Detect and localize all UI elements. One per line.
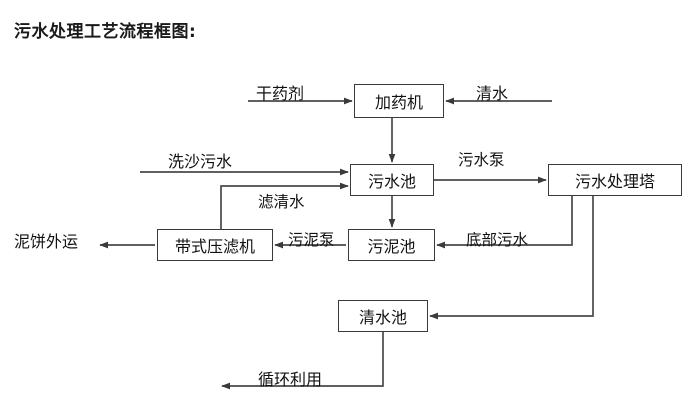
terminal-mud-cake-outbound: 泥饼外运 [14, 232, 79, 251]
terminal-recycle-reuse: 循环利用 [258, 370, 323, 389]
node-belt-filter-press[interactable]: 带式压滤机 [157, 229, 273, 261]
wire-filtered-water-to-wastewater-pool [220, 182, 349, 229]
node-label: 加药机 [374, 93, 423, 112]
page-title: 污水处理工艺流程框图: [14, 22, 197, 42]
node-clean-water-pool[interactable]: 清水池 [338, 300, 428, 332]
terminal-clean-water-input: 清水 [476, 84, 509, 103]
node-label: 带式压滤机 [174, 237, 255, 256]
wire-tower-to-clean-water-pool [429, 196, 594, 320]
node-dosing-machine[interactable]: 加药机 [354, 84, 444, 118]
wire-clean-water-pool-to-recycle [221, 332, 384, 390]
edge-label-bottom-wastewater: 底部污水 [466, 231, 529, 249]
edge-label-sludge-pump: 污泥泵 [288, 231, 335, 249]
edge-label-filtered-clear-water: 滤清水 [258, 193, 305, 211]
wire-tower-bottom-to-sludge-pool [436, 196, 573, 249]
node-treatment-tower[interactable]: 污水处理塔 [548, 164, 682, 196]
node-label: 污水处理塔 [574, 172, 655, 191]
edge-label-wastewater-pump: 污水泵 [458, 151, 505, 169]
terminal-dry-chemical: 干药剂 [256, 84, 305, 103]
node-wastewater-pool[interactable]: 污水池 [350, 164, 434, 196]
node-label: 污泥池 [367, 237, 416, 256]
terminal-sand-wash-water: 洗沙污水 [168, 152, 233, 171]
node-label: 清水池 [358, 308, 407, 327]
node-sludge-pool[interactable]: 污泥池 [348, 229, 435, 261]
node-label: 污水池 [367, 172, 416, 191]
